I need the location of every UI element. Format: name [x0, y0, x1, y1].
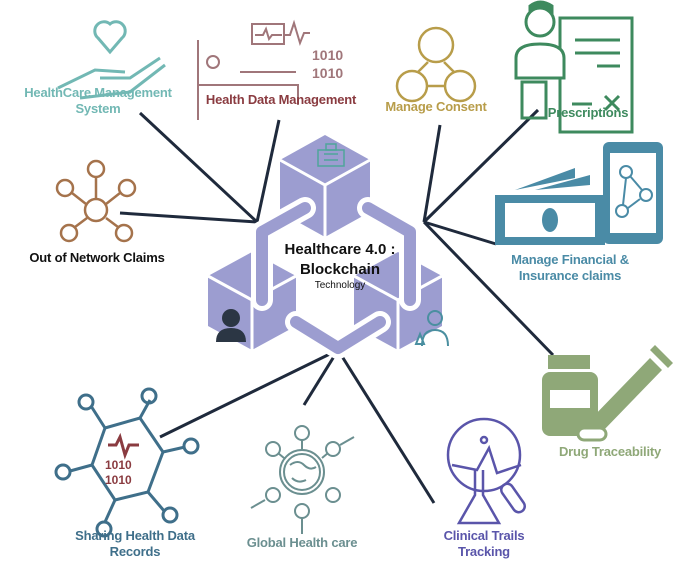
label-line: Clinical Trails [443, 528, 525, 543]
connector-line [302, 349, 340, 406]
label-financial: Manage Financial & Insurance claims [511, 252, 629, 284]
connector-line [422, 124, 442, 223]
lab-magnifier-icon [446, 417, 526, 525]
globe-network-icon [250, 425, 355, 534]
label-global-health-care: Global Health care [247, 535, 358, 551]
label-line: Records [109, 544, 161, 559]
medicine-syringe-icon [542, 345, 673, 442]
label-line: Insurance claims [518, 268, 622, 283]
svg-text:1010: 1010 [312, 65, 343, 81]
connector-lines [119, 108, 555, 504]
label-line: Sharing Health Data [75, 528, 195, 543]
label-line: Drug Traceability [558, 444, 662, 459]
doctor-prescription-icon [514, 0, 634, 134]
label-line: Tracking [458, 544, 510, 559]
label-prescriptions: Prescriptions [548, 105, 629, 121]
label-healthcare-management: HealthCare Management System [24, 85, 172, 117]
svg-text:1010: 1010 [105, 458, 132, 472]
blockchain-cubes [207, 135, 449, 359]
label-drug-traceability: Drug Traceability [559, 444, 661, 460]
label-sharing-health-data: Sharing Health Data Records [75, 528, 195, 560]
svg-text:1010: 1010 [312, 47, 343, 63]
label-line: Manage Consent [385, 99, 487, 114]
connector-line [336, 349, 436, 504]
connector-line [422, 220, 555, 357]
label-line: HealthCare Management [24, 85, 172, 100]
label-line: Manage Financial & [511, 252, 629, 267]
chain-links [251, 197, 421, 359]
label-line: Prescriptions [547, 105, 629, 120]
hospital-icon [317, 143, 345, 167]
label-line: Global Health care [246, 535, 358, 550]
scientist-icon [414, 310, 449, 347]
connector-line [423, 220, 497, 246]
center-title-line1: Healthcare 4.0 : [284, 241, 396, 258]
heart-in-hand-icon [57, 20, 166, 100]
connector-line [159, 348, 339, 439]
network-hub-icon [55, 159, 137, 243]
connector-line [255, 119, 281, 223]
label-out-of-network: Out of Network Claims [29, 250, 164, 266]
connector-line [138, 111, 259, 224]
label-clinical-trails: Clinical Trails Tracking [444, 528, 525, 560]
label-manage-consent: Manage Consent [385, 99, 486, 115]
label-health-data-management: Health Data Management [206, 92, 356, 108]
center-title-line3: Technology [314, 280, 366, 291]
label-line: System [75, 101, 121, 116]
center-title-line2: Blockchain [299, 261, 381, 278]
label-line: Health Data Management [205, 92, 357, 107]
patient-icon [216, 309, 246, 342]
hospital-bed-monitor-icon: 1010 1010 [197, 19, 343, 120]
connector-line [422, 108, 540, 224]
center-title: Healthcare 4.0 : Blockchain Technology [285, 240, 396, 292]
money-phone-icon [495, 142, 663, 245]
svg-text:1010: 1010 [105, 473, 132, 487]
connector-line [119, 211, 258, 224]
label-line: Out of Network Claims [29, 250, 165, 265]
user-network-icon [395, 26, 477, 103]
data-hexagon-icon: 1010 1010 [54, 387, 200, 538]
